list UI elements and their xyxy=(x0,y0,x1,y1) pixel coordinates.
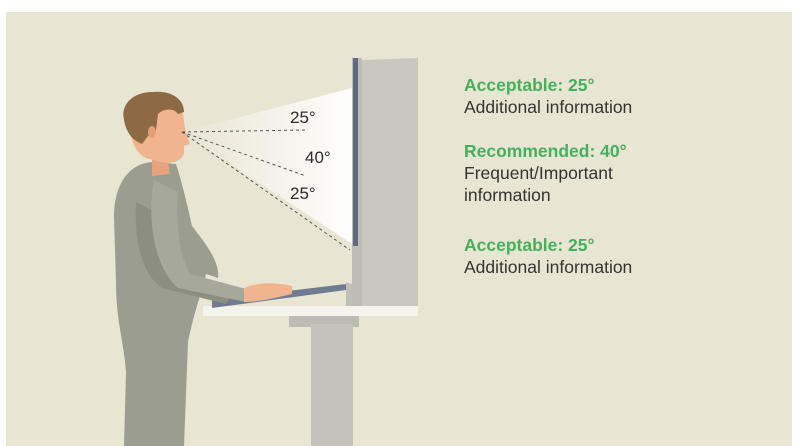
zone-description: Additional information xyxy=(464,97,633,117)
sight-line-65 xyxy=(181,131,351,251)
zone-acceptable-lower: Acceptable: 25° Additional information xyxy=(464,234,632,278)
sight-lines xyxy=(181,129,351,251)
vision-cone xyxy=(182,88,352,244)
desk-top xyxy=(203,306,418,316)
monitor-screen xyxy=(353,58,358,246)
angle-label-upper: 25° xyxy=(290,108,316,127)
monitor xyxy=(346,58,418,308)
angle-label-lower: 25° xyxy=(290,184,316,203)
zone-heading: Recommended: 40° xyxy=(464,141,627,161)
illustration-panel: 25° 40° 25° Acceptable: 25° Additional i… xyxy=(6,12,792,446)
sight-line-horizontal xyxy=(181,129,307,133)
zone-acceptable-upper: Acceptable: 25° Additional information xyxy=(464,74,632,118)
ergonomic-scene xyxy=(114,58,418,446)
zone-recommended: Recommended: 40° Frequent/Important info… xyxy=(464,140,654,206)
person xyxy=(114,91,292,446)
angle-label-middle: 40° xyxy=(305,148,331,167)
zone-heading: Acceptable: 25° xyxy=(464,75,595,95)
zone-description: Frequent/Important information xyxy=(464,163,613,205)
zone-heading: Acceptable: 25° xyxy=(464,235,595,255)
zone-description: Additional information xyxy=(464,257,633,277)
sight-line-25 xyxy=(181,131,307,177)
desk-stand xyxy=(289,315,359,446)
